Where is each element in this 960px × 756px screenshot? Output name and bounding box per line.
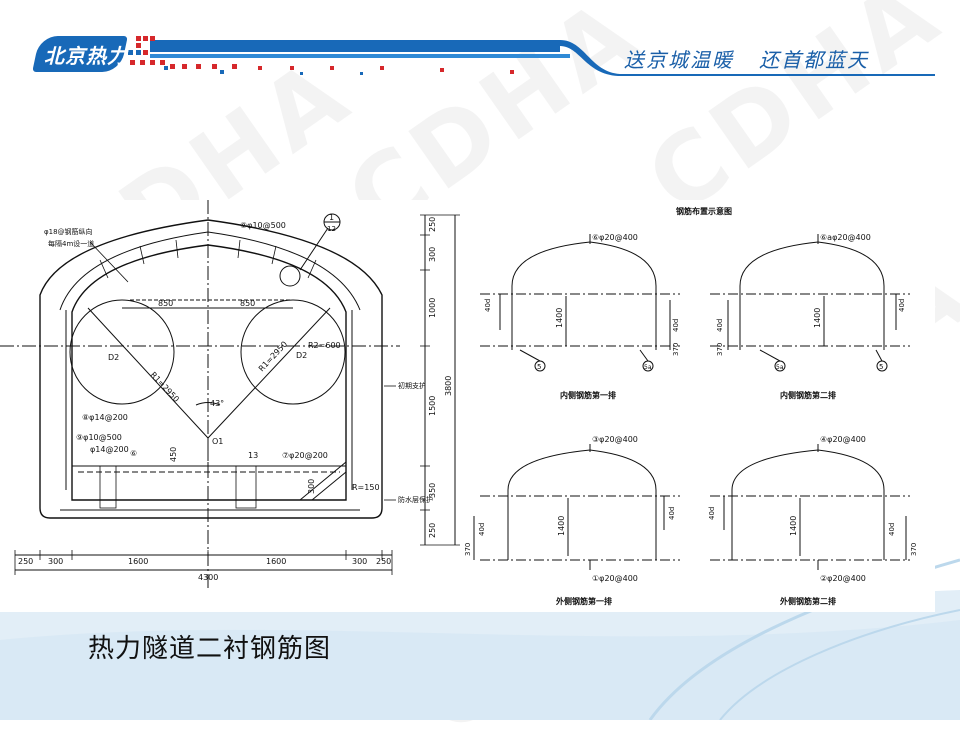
- dim-850-right: 850: [240, 299, 255, 308]
- tag-6: φ14@200: [90, 445, 129, 454]
- panel-1-tag: ⑥φ20@400: [592, 233, 638, 242]
- center-label: O1: [212, 437, 223, 446]
- panel-2-caption: 内侧钢筋第二排: [780, 390, 836, 400]
- panel-4-tag: ④φ20@400: [820, 435, 866, 444]
- panel-4-right-dim-370: 370: [910, 543, 918, 556]
- dim-450: 450: [169, 447, 178, 462]
- dim-r150: R=150: [352, 483, 380, 492]
- tag-6-number: ⑥: [130, 449, 137, 458]
- side-label-support: 初期支护: [398, 381, 426, 390]
- header-banner: 北京热力 送京城温暖 还首都蓝天: [0, 0, 960, 90]
- right-dim-6: 250: [428, 523, 437, 538]
- panel-2-mid-dim: 1400: [813, 308, 822, 328]
- side-label-waterproof: 防水层保护: [398, 495, 433, 504]
- callout-top: 1: [329, 213, 334, 222]
- panel-3-tag: ③φ20@400: [592, 435, 638, 444]
- bottom-dim-3: 1600: [128, 557, 148, 566]
- rebar-top-label2: 每隔4m设一道: [48, 239, 94, 248]
- dim-300: 300: [307, 479, 316, 494]
- circle-label-left: D2: [108, 353, 119, 362]
- angle-label: 43°: [210, 399, 224, 408]
- panel-2-left-dim: 40d: [716, 319, 724, 332]
- panel-1-caption: 内侧钢筋第一排: [560, 390, 616, 400]
- bottom-dim-2: 300: [48, 557, 63, 566]
- tag-9-side: ⑨φ10@500: [76, 433, 122, 442]
- panel-3-caption: 外侧钢筋第一排: [556, 596, 612, 606]
- panel-2-left-dim-2: 370: [716, 343, 724, 356]
- right-dim-2: 300: [428, 247, 437, 262]
- tag-9-top: ⑨φ10@500: [240, 221, 286, 230]
- panel-4-left-dim: 40d: [708, 507, 716, 520]
- panel-1-right-dim: 40d: [672, 319, 680, 332]
- callout-bottom: 12: [327, 225, 336, 233]
- panel-4-mid-dim: 1400: [789, 516, 798, 536]
- bottom-dim-4: 1600: [266, 557, 286, 566]
- right-dim-4: 1500: [428, 396, 437, 416]
- panel-3-bottom-tag: ①φ20@400: [592, 574, 638, 583]
- right-dim-3: 1000: [428, 298, 437, 318]
- schematic-panel-inner-2: [710, 234, 910, 372]
- panel-3-mid-dim: 1400: [557, 516, 566, 536]
- tag-7: ⑦φ20@200: [282, 451, 328, 460]
- radius-label-1: R1=2950: [149, 370, 181, 404]
- panel-2-marker-2: 5: [879, 363, 883, 371]
- bottom-dim-1: 250: [18, 557, 33, 566]
- panel-3-left-dim-370: 370: [464, 543, 472, 556]
- panel-3-left-dim-40d: 40d: [478, 523, 486, 536]
- panel-1-mid-dim: 1400: [555, 308, 564, 328]
- tunnel-drawing: φ18@钢筋纵向 每隔4m设一道 ⑨φ10@500 850 850 D2 D2 …: [0, 200, 918, 606]
- right-dim-5: 350: [428, 483, 437, 498]
- radius-label-3: R2=600: [308, 341, 341, 350]
- panel-4-right-dim-40d: 40d: [888, 523, 896, 536]
- right-total: 3800: [444, 376, 453, 396]
- panel-1-marker-1: 5: [537, 363, 541, 371]
- slogan: 送京城温暖 还首都蓝天: [624, 48, 870, 72]
- schematic-title: 钢筋布置示意图: [676, 206, 732, 216]
- tag-8: ⑧φ14@200: [82, 413, 128, 422]
- schematic-panel-outer-1: [473, 444, 680, 570]
- right-dim-1: 250: [428, 217, 437, 232]
- schematic-panel-inner-1: [480, 234, 680, 372]
- panel-2-marker-1: 5a: [776, 364, 784, 371]
- slide-caption: 热力隧道二衬钢筋图: [88, 634, 332, 664]
- panel-2-right-dim: 40d: [898, 299, 906, 312]
- tag-13: 13: [248, 451, 258, 460]
- drawing-panel: φ18@钢筋纵向 每隔4m设一道 ⑨φ10@500 850 850 D2 D2 …: [0, 200, 935, 612]
- panel-3-right-dim: 40d: [668, 507, 676, 520]
- panel-4-caption: 外侧钢筋第二排: [780, 596, 836, 606]
- bottom-dim-5: 300: [352, 557, 367, 566]
- bottom-wave-decoration: [0, 558, 960, 720]
- circle-label-right: D2: [296, 351, 307, 360]
- logo-text: 北京热力: [44, 44, 128, 68]
- tunnel-cross-section: [0, 200, 460, 590]
- dim-850-left: 850: [158, 299, 173, 308]
- panel-2-tag: ⑥aφ20@400: [820, 233, 871, 242]
- rebar-top-label: φ18@钢筋纵向: [44, 227, 93, 236]
- header-stripes: [128, 36, 935, 76]
- bottom-dim-6: 250: [376, 557, 391, 566]
- panel-1-right-dim-2: 370: [672, 343, 680, 356]
- panel-1-left-dim: 40d: [484, 299, 492, 312]
- bottom-total: 4300: [198, 573, 218, 582]
- schematic-panel-outer-2: [710, 444, 910, 570]
- panel-1-marker-2: 5a: [644, 364, 652, 371]
- panel-4-bottom-tag: ②φ20@400: [820, 574, 866, 583]
